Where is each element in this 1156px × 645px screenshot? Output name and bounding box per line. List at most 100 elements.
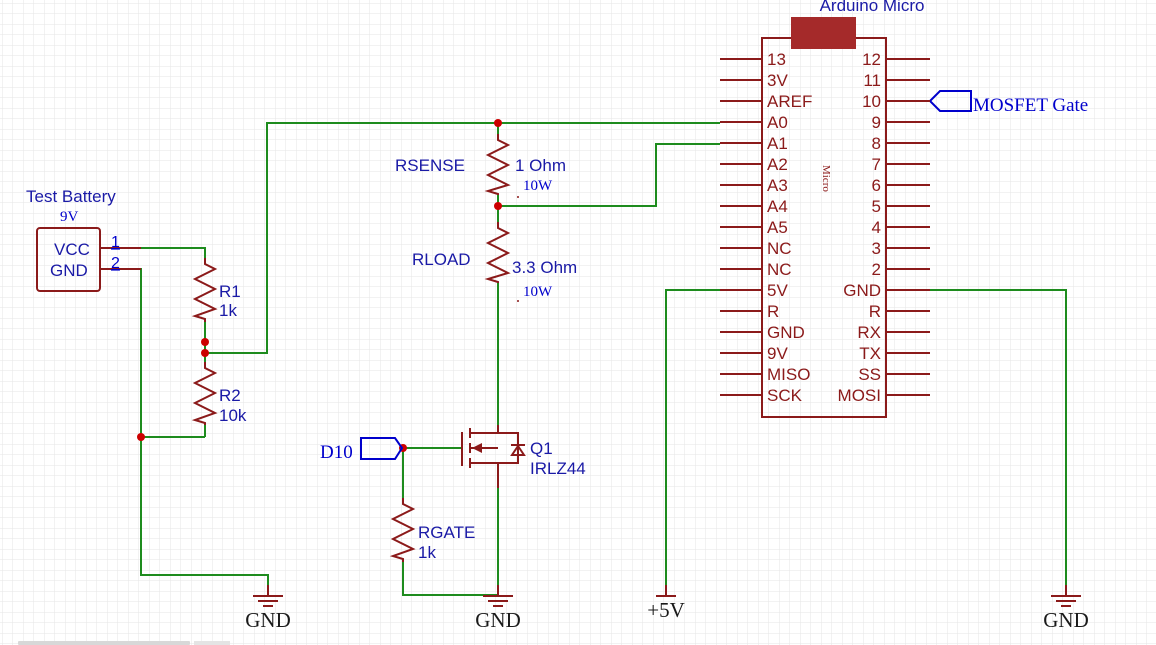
wire-5v — [665, 289, 720, 585]
battery-pin2-number: 2 — [111, 255, 120, 272]
arduino-micro-component[interactable]: Arduino Micro Micro 133VAREFA0A1A2A3A4A5… — [720, 0, 930, 418]
mcu-right-pin-label: 4 — [872, 218, 881, 237]
mcu-left-pin-label: 13 — [767, 50, 786, 69]
gnd-mosfet-label: GND — [475, 608, 521, 632]
mcu-right-pin-label: 9 — [872, 113, 881, 132]
horizontal-scrollbar[interactable] — [18, 641, 230, 645]
mcu-left-pin-label: NC — [767, 260, 792, 279]
plus5v-label: +5V — [647, 598, 685, 622]
mcu-left-pin-label: A1 — [767, 134, 788, 153]
mcu-left-pin-label: A5 — [767, 218, 788, 237]
mcu-usb-connector — [791, 17, 856, 49]
mosfet-diode-frame — [498, 432, 519, 464]
junction-dot — [201, 349, 209, 357]
battery-pin2-name: GND — [50, 261, 88, 280]
mcu-body-label: Micro — [820, 165, 832, 192]
net-port-flag — [360, 437, 404, 460]
mcu-right-pin-label: GND — [843, 281, 881, 300]
rsense-marker-dot — [517, 196, 519, 198]
net-port-flag — [928, 90, 972, 112]
mosfet-gate-port-label: MOSFET Gate — [973, 95, 1088, 116]
rgate-ref-label: RGATE — [418, 523, 475, 542]
mcu-left-pin-label: 5V — [767, 281, 788, 300]
mcu-left-pin-label: NC — [767, 239, 792, 258]
mcu-left-pin-label: GND — [767, 323, 805, 342]
mcu-left-pin-label: A4 — [767, 197, 788, 216]
resistor-zigzag — [191, 258, 218, 322]
battery-component[interactable]: Test Battery 9V VCC GND 1 2 — [26, 187, 141, 292]
wire-divider-a0 — [205, 122, 720, 354]
resistor-rsense[interactable]: RSENSE 1 Ohm 10W — [395, 134, 566, 198]
r1-value-label: 1k — [219, 301, 237, 320]
mcu-right-pin-label: R — [869, 302, 881, 321]
mcu-left-pin-label: 3V — [767, 71, 788, 90]
mcu-right-pin-label: 2 — [872, 260, 881, 279]
battery-value-label: 9V — [60, 209, 79, 225]
junction-dot — [494, 202, 502, 210]
battery-body — [36, 227, 101, 292]
scrollbar-thumb[interactable] — [18, 641, 190, 645]
mosfet-q1[interactable]: Q1 IRLZ44 — [461, 425, 586, 488]
resistor-zigzag — [484, 222, 511, 283]
rload-marker-dot — [517, 300, 519, 302]
rgate-value-label: 1k — [418, 543, 436, 562]
battery-pin1-number: 1 — [111, 234, 120, 251]
rsense-value-label: 1 Ohm — [515, 156, 566, 175]
mcu-right-pin-label: 7 — [872, 155, 881, 174]
mcu-right-pin-label: MOSI — [838, 386, 881, 405]
mcu-left-pin-label: MISO — [767, 365, 810, 384]
mcu-left-pin-label: AREF — [767, 92, 812, 111]
rload-power-label: 10W — [523, 284, 553, 300]
net-port-mosfet-gate[interactable]: MOSFET Gate — [928, 90, 1088, 116]
mcu-right-pin-label: SS — [858, 365, 881, 384]
gnd-symbol-mcu[interactable]: GND — [1043, 585, 1089, 632]
mcu-left-pin-label: A0 — [767, 113, 788, 132]
power-symbol-5v[interactable]: +5V — [647, 585, 685, 622]
resistor-r1[interactable]: R1 1k — [191, 258, 241, 322]
mosfet-diode-triangle — [510, 444, 526, 456]
mcu-left-pin-label: R — [767, 302, 779, 321]
gnd-mcu-label: GND — [1043, 608, 1089, 632]
r2-value-label: 10k — [219, 406, 247, 425]
resistor-zigzag — [389, 498, 416, 562]
mcu-left-pin-label: A3 — [767, 176, 788, 195]
rsense-ref-label: RSENSE — [395, 156, 465, 175]
mcu-right-pin-label: 12 — [862, 50, 881, 69]
junctions — [137, 119, 502, 452]
rload-ref-label: RLOAD — [412, 250, 471, 269]
resistor-zigzag — [484, 134, 511, 195]
r1-ref-label: R1 — [219, 282, 241, 301]
junction-dot — [137, 433, 145, 441]
mcu-right-pin-label: 10 — [862, 92, 881, 111]
gnd-symbol-mosfet[interactable]: GND — [475, 585, 521, 632]
resistor-r2[interactable]: R2 10k — [191, 362, 247, 425]
r2-ref-label: R2 — [219, 386, 241, 405]
gnd-symbol-battery[interactable]: GND — [245, 585, 291, 632]
mosfet-arrow — [472, 443, 482, 453]
resistor-rgate[interactable]: RGATE 1k — [389, 498, 475, 562]
wire-sense-a1 — [498, 143, 720, 207]
net-port-d10[interactable]: D10 — [320, 437, 404, 463]
junction-dot — [494, 119, 502, 127]
scrollbar-button[interactable] — [194, 641, 230, 645]
mcu-left-pin-label: A2 — [767, 155, 788, 174]
mcu-right-pin-label: 3 — [872, 239, 881, 258]
q1-ref-label: Q1 — [530, 439, 553, 458]
mcu-right-pin-label: TX — [859, 344, 881, 363]
rsense-power-label: 10W — [523, 178, 553, 194]
mcu-right-pin-label: 8 — [872, 134, 881, 153]
gnd-battery-label: GND — [245, 608, 291, 632]
mcu-right-pin-label: 6 — [872, 176, 881, 195]
resistor-zigzag — [191, 362, 218, 425]
q1-value-label: IRLZ44 — [530, 459, 586, 478]
battery-ref-label: Test Battery — [26, 187, 116, 206]
mcu-right-pin-label: 11 — [863, 71, 881, 90]
wire-rgate-gnd — [402, 562, 498, 596]
mcu-left-pin-label: SCK — [767, 386, 803, 405]
wire-mcu-gnd — [930, 289, 1067, 585]
resistor-rload[interactable]: RLOAD 3.3 Ohm 10W — [412, 222, 577, 302]
